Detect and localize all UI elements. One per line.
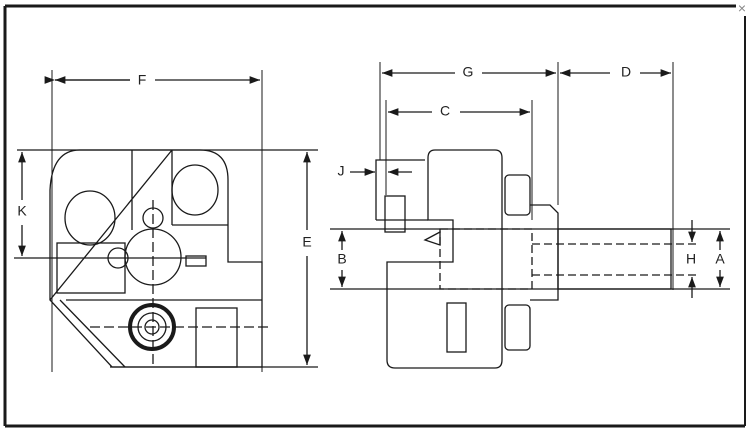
dim-label-j: J [338,163,345,179]
dimension-labels: F K E G D C J B H A [17,64,725,267]
dim-label-b: B [337,251,346,267]
frame [3,4,746,428]
dim-label-h: H [686,251,696,267]
dim-label-c: C [440,103,450,119]
dim-label-d: D [621,64,631,80]
close-button[interactable]: × [737,0,747,16]
dim-label-a: A [715,251,725,267]
side-view [330,62,730,369]
front-view [14,70,318,372]
dim-label-f: F [138,72,147,88]
dim-label-k: K [17,203,27,219]
dim-label-g: G [463,64,474,80]
dim-label-e: E [302,234,311,250]
